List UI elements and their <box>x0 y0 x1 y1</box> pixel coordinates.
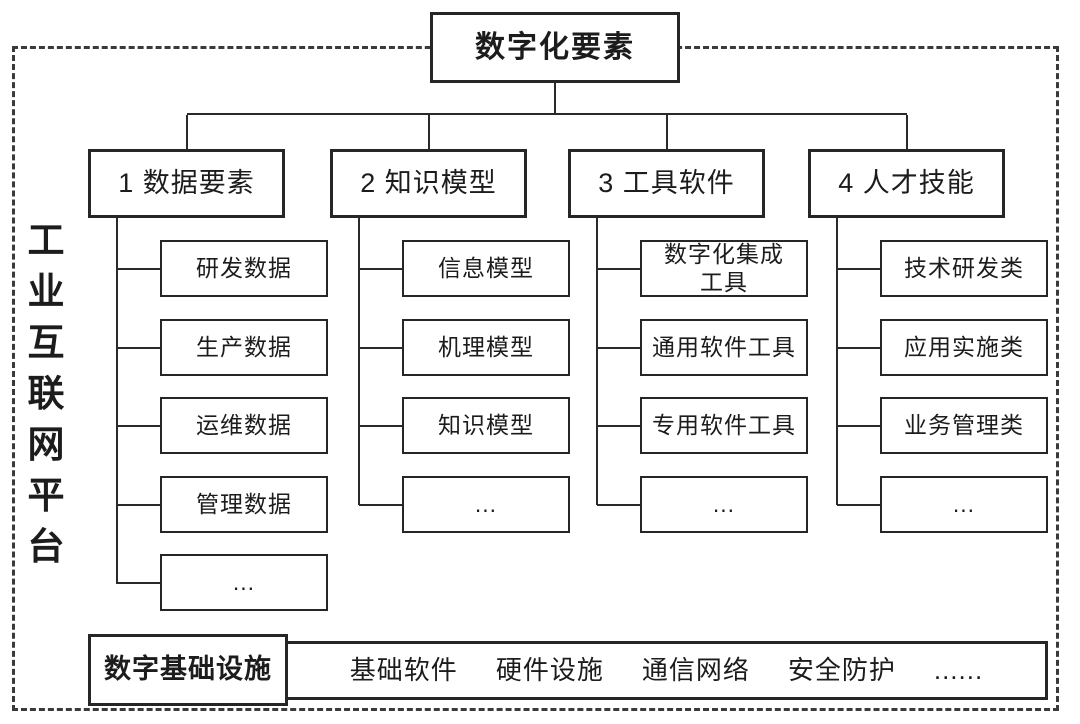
stub-line-3-2 <box>597 346 640 349</box>
root-node-label: 数字化要素 <box>475 30 635 64</box>
node-col2-item4-label: ... <box>474 490 498 517</box>
node-col1-item5-label: ... <box>232 568 256 595</box>
column-header-1: 1 数据要素 <box>88 149 285 218</box>
node-col3-item2-label: 通用软件工具 <box>652 333 796 360</box>
node-col1-item1-label: 研发数据 <box>196 254 292 281</box>
root-node: 数字化要素 <box>430 12 680 83</box>
column-header-3-label: 3 工具软件 <box>598 167 735 198</box>
platform-label-char-2: 业 <box>27 271 65 312</box>
stub-line-4-4 <box>837 503 880 506</box>
root-stub-line <box>554 83 556 115</box>
platform-label-char-6: 平 <box>27 475 65 516</box>
node-col4-item3-label: 业务管理类 <box>904 411 1024 438</box>
column-header-3: 3 工具软件 <box>568 149 765 218</box>
stub-line-1-3 <box>117 424 160 427</box>
column-header-1-label: 1 数据要素 <box>118 167 255 198</box>
trunk-line-3 <box>596 218 598 505</box>
stub-line-4-3 <box>837 424 880 427</box>
node-col4-item4-label: ... <box>952 490 976 517</box>
node-col1-item3: 运维数据 <box>160 397 328 454</box>
infrastructure-item-4: 安全防护 <box>787 655 896 686</box>
trunk-line-1 <box>116 218 118 584</box>
infrastructure-item-1: 基础软件 <box>349 655 458 686</box>
node-col1-item1: 研发数据 <box>160 240 328 297</box>
stub-line-2-2 <box>359 346 402 349</box>
stub-line-2-1 <box>359 267 402 270</box>
stub-line-3-3 <box>597 424 640 427</box>
column-header-2-label: 2 知识模型 <box>360 167 497 198</box>
node-col2-item2: 机理模型 <box>402 319 570 376</box>
node-col3-item1: 数字化集成 工具 <box>640 240 808 297</box>
node-col2-item3-label: 知识模型 <box>438 411 534 438</box>
infrastructure-bar: 基础软件 硬件设施 通信网络 安全防护...... <box>285 641 1048 700</box>
platform-label-char-7: 台 <box>27 526 65 567</box>
stub-line-3-4 <box>597 503 640 506</box>
infrastructure-label: 数字基础设施 <box>104 654 272 685</box>
stub-line-2-4 <box>359 503 402 506</box>
node-col1-item2-label: 生产数据 <box>196 333 292 360</box>
column-header-2: 2 知识模型 <box>330 149 527 218</box>
infrastructure-item-5: ...... <box>933 655 984 686</box>
node-col2-item3: 知识模型 <box>402 397 570 454</box>
platform-vertical-label: 工业互联网平台 <box>24 222 68 565</box>
drop-line-3 <box>665 115 668 149</box>
node-col2-item1-label: 信息模型 <box>438 254 534 281</box>
node-col4-item2-label: 应用实施类 <box>904 333 1024 360</box>
infrastructure-label-box: 数字基础设施 <box>88 634 288 706</box>
stub-line-2-3 <box>359 424 402 427</box>
drop-line-1 <box>185 115 188 149</box>
node-col1-item4-label: 管理数据 <box>196 490 292 517</box>
drop-line-2 <box>427 115 430 149</box>
node-col3-item1-label: 数字化集成 工具 <box>664 241 784 295</box>
node-col2-item4: ... <box>402 476 570 533</box>
node-col4-item4: ... <box>880 476 1048 533</box>
node-col3-item3-label: 专用软件工具 <box>652 411 796 438</box>
stub-line-1-4 <box>117 503 160 506</box>
distribution-line <box>186 113 907 115</box>
infrastructure-items: 基础软件 硬件设施 通信网络 安全防护...... <box>350 655 983 686</box>
drop-line-4 <box>905 115 908 149</box>
stub-line-1-2 <box>117 346 160 349</box>
node-col1-item4: 管理数据 <box>160 476 328 533</box>
column-header-4-label: 4 人才技能 <box>838 167 975 198</box>
node-col4-item1-label: 技术研发类 <box>904 254 1024 281</box>
infrastructure-item-2: 硬件设施 <box>495 655 604 686</box>
node-col3-item3: 专用软件工具 <box>640 397 808 454</box>
column-header-4: 4 人才技能 <box>808 149 1005 218</box>
platform-label-char-5: 网 <box>27 424 65 465</box>
platform-label-char-3: 互 <box>27 322 65 363</box>
stub-line-4-1 <box>837 267 880 270</box>
outer-dashed-border <box>12 46 1059 711</box>
stub-line-4-2 <box>837 346 880 349</box>
node-col1-item5: ... <box>160 554 328 611</box>
node-col3-item4: ... <box>640 476 808 533</box>
stub-line-1-5 <box>117 581 160 584</box>
node-col4-item2: 应用实施类 <box>880 319 1048 376</box>
trunk-line-4 <box>836 218 838 505</box>
platform-label-char-1: 工 <box>27 220 65 261</box>
node-col1-item2: 生产数据 <box>160 319 328 376</box>
node-col3-item2: 通用软件工具 <box>640 319 808 376</box>
node-col3-item4-label: ... <box>712 490 736 517</box>
stub-line-3-1 <box>597 267 640 270</box>
node-col2-item1: 信息模型 <box>402 240 570 297</box>
node-col4-item3: 业务管理类 <box>880 397 1048 454</box>
platform-label-char-4: 联 <box>27 373 65 414</box>
trunk-line-2 <box>358 218 360 505</box>
infrastructure-item-3: 通信网络 <box>641 655 750 686</box>
node-col4-item1: 技术研发类 <box>880 240 1048 297</box>
node-col2-item2-label: 机理模型 <box>438 333 534 360</box>
stub-line-1-1 <box>117 267 160 270</box>
node-col1-item3-label: 运维数据 <box>196 411 292 438</box>
